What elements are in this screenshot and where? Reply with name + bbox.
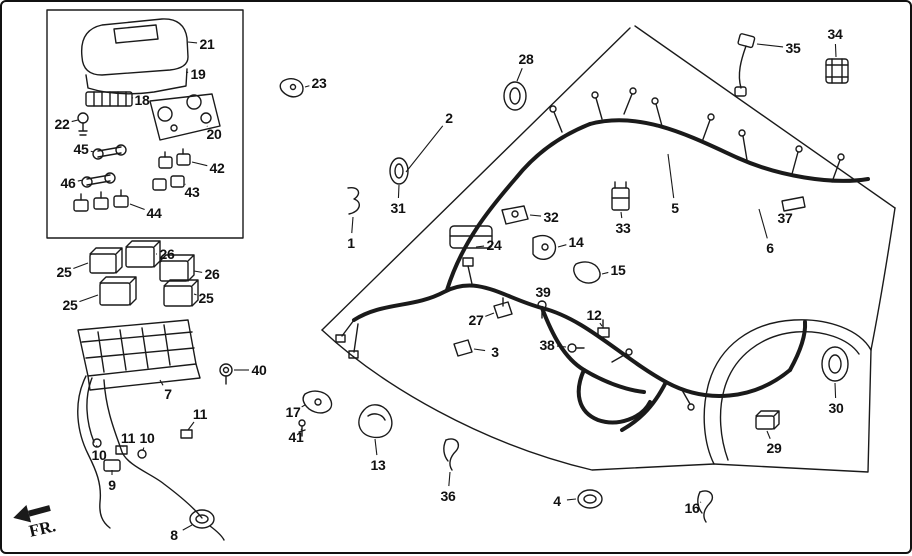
part-callout-25: 25 (199, 290, 214, 306)
part-callout-10: 10 (140, 430, 155, 446)
part-callout-44: 44 (147, 205, 162, 221)
part-callout-32: 32 (544, 209, 559, 225)
part-callout-45: 45 (74, 141, 89, 157)
part-callout-13: 13 (371, 457, 386, 473)
part-callout-17: 17 (286, 404, 301, 420)
part-callout-20: 20 (207, 126, 222, 142)
part-callout-42: 42 (210, 160, 225, 176)
part-callout-5: 5 (671, 200, 679, 216)
part-callout-9: 9 (108, 477, 116, 493)
part-callout-34: 34 (828, 26, 843, 42)
part-callout-41: 41 (289, 429, 304, 445)
part-callout-10: 10 (92, 447, 107, 463)
part-callout-21: 21 (200, 36, 215, 52)
part-callout-7: 7 (164, 386, 172, 402)
part-callout-4: 4 (553, 493, 561, 509)
part-callout-18: 18 (135, 92, 150, 108)
part-callout-24: 24 (487, 237, 502, 253)
part-callout-25: 25 (57, 264, 72, 280)
part-callout-12: 12 (587, 307, 602, 323)
part-callout-43: 43 (185, 184, 200, 200)
part-callout-11: 11 (193, 406, 207, 422)
part-callout-46: 46 (61, 175, 76, 191)
part-callout-33: 33 (616, 220, 631, 236)
part-callout-26: 26 (160, 246, 175, 262)
part-callout-19: 19 (191, 66, 206, 82)
part-callout-27: 27 (469, 312, 484, 328)
part-callout-1: 1 (347, 235, 355, 251)
part-callout-22: 22 (55, 116, 70, 132)
part-callout-39: 39 (536, 284, 551, 300)
part-callout-40: 40 (252, 362, 267, 378)
part-callout-23: 23 (312, 75, 327, 91)
part-callout-26: 26 (205, 266, 220, 282)
part-callout-2: 2 (445, 110, 453, 126)
part-callout-8: 8 (170, 527, 178, 543)
part-callout-14: 14 (569, 234, 584, 250)
part-callout-16: 16 (685, 500, 700, 516)
part-callout-15: 15 (611, 262, 626, 278)
part-callout-37: 37 (778, 210, 793, 226)
part-callout-28: 28 (519, 51, 534, 67)
part-callout-11: 11 (121, 430, 135, 446)
part-callout-31: 31 (391, 200, 406, 216)
part-callout-3: 3 (491, 344, 499, 360)
part-callout-35: 35 (786, 40, 801, 56)
part-callout-36: 36 (441, 488, 456, 504)
part-callout-30: 30 (829, 400, 844, 416)
part-callout-38: 38 (540, 337, 555, 353)
part-callout-6: 6 (766, 240, 774, 256)
part-callout-25: 25 (63, 297, 78, 313)
part-callout-29: 29 (767, 440, 782, 456)
